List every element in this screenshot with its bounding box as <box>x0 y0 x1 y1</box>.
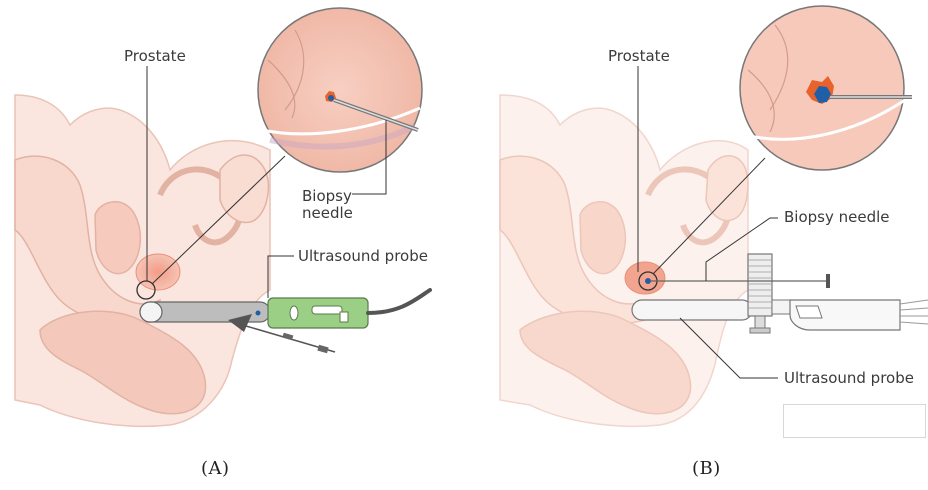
panel-a-handle-button <box>290 306 298 320</box>
panel-a-needle-hub1 <box>282 333 293 341</box>
panel-b-magnified-view <box>653 6 912 274</box>
panel-a-bladder <box>95 202 140 274</box>
blank-text-box <box>783 404 926 438</box>
panel-b-bladder <box>580 202 625 274</box>
panel-b-ultrasound-probe-label: Ultrasound probe <box>784 370 914 387</box>
panel-a-handle-slot <box>312 306 342 314</box>
panel-a-prostate-label: Prostate <box>124 48 186 65</box>
panel-b-caption: (B) <box>692 458 721 479</box>
panel-a-ultrasound-probe-label: Ultrasound probe <box>298 248 428 265</box>
panel-a-scrotum <box>220 155 268 222</box>
panel-b-grid-block <box>748 254 772 316</box>
panel-b-anatomy <box>500 95 748 426</box>
panel-b-stand-foot <box>750 328 770 333</box>
panel-a-probe-cable <box>368 290 430 313</box>
panel-a-biopsy-needle-label: Biopsy needle <box>302 188 353 222</box>
panel-b-prostate-label: Prostate <box>608 48 670 65</box>
panel-a-prostate <box>136 254 180 290</box>
panel-a-probe-leader <box>268 256 294 298</box>
panel-b-biopsy-needle-label: Biopsy needle <box>784 209 890 226</box>
panel-a-caption: (A) <box>201 458 230 479</box>
panel-a-needle-hub2 <box>317 345 328 354</box>
panel-b-probe-shaft <box>632 300 752 320</box>
panel-b-needle-hub <box>826 274 830 288</box>
panel-a-probe-tip <box>140 302 162 322</box>
panel-a-handle-key <box>340 312 348 322</box>
panel-b-handle-slot <box>796 306 822 318</box>
panel-a-probe-dot <box>256 311 261 316</box>
panel-b-scrotum <box>706 156 748 221</box>
panel-a-lesion-core <box>328 95 334 101</box>
panel-a-anatomy <box>15 95 270 426</box>
panel-b-cable-strands <box>900 300 928 324</box>
